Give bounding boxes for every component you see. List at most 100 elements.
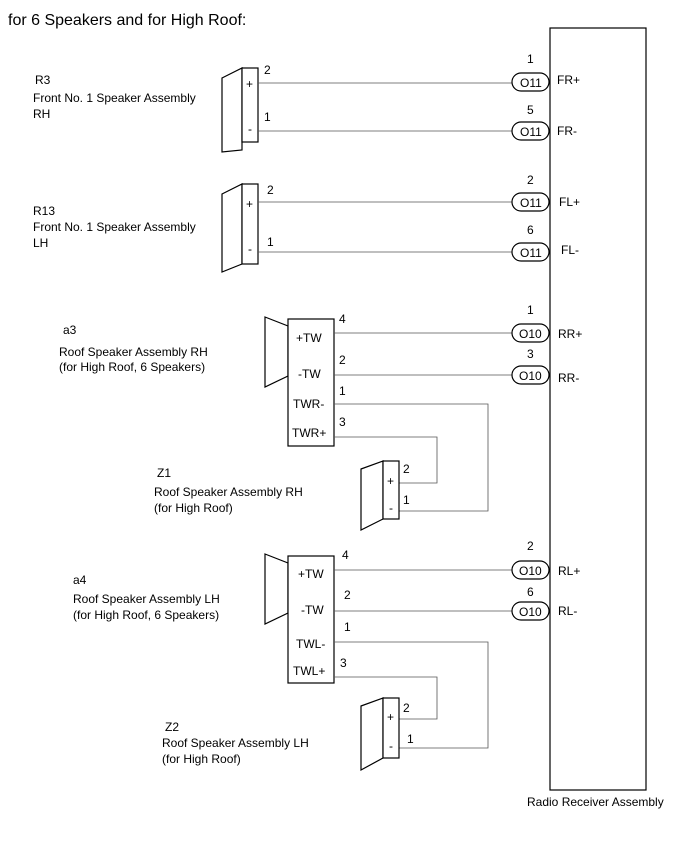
speaker-r13-code: R13 [33, 204, 55, 218]
speaker-a4-pin-2: 2 [344, 588, 351, 602]
speaker-a4-name: Roof Speaker Assembly LH [73, 592, 220, 606]
receiver-signal-label: FR- [557, 124, 577, 138]
receiver-pin-number: 6 [527, 223, 534, 237]
connector-id: O10 [519, 327, 542, 341]
receiver-signal-label: RL+ [558, 564, 580, 578]
speaker-z1-pin-plus: 2 [403, 462, 410, 476]
connector-pill [511, 323, 550, 343]
connector-pill [511, 121, 550, 141]
speaker-a3-pin-4: 3 [339, 415, 346, 429]
receiver-signal-label: FL+ [559, 195, 580, 209]
speaker-a3-term-4: TWR+ [292, 426, 326, 440]
connector-id: O11 [520, 125, 542, 139]
speaker-r3-name: Front No. 1 Speaker Assembly [33, 91, 196, 105]
receiver-signal-label: RL- [558, 604, 577, 618]
speaker-r13-plus: + [246, 197, 253, 211]
speaker-a3-terminal-block [287, 318, 335, 447]
speaker-a4-code: a4 [73, 573, 87, 587]
connector-id: O11 [520, 76, 542, 90]
connector-pill [511, 192, 550, 212]
speaker-r13-name: Front No. 1 Speaker Assembly [33, 220, 196, 234]
receiver-pin-number: 3 [527, 347, 534, 361]
connector-pill [511, 560, 550, 580]
wire-a3-twr-minus [334, 403, 489, 512]
speaker-r3: + - R3 Front No. 1 Speaker Assembly RH 2… [33, 63, 512, 153]
speaker-a3-pin-2: 2 [339, 353, 346, 367]
connector-id: O10 [519, 605, 542, 619]
speaker-r3-pin-plus: 2 [264, 63, 271, 77]
speaker-z2-name: Roof Speaker Assembly LH [162, 736, 309, 750]
wire-a4-twl-plus [334, 676, 438, 720]
radio-receiver-label: Radio Receiver Assembly [527, 795, 664, 809]
speaker-a4-term-3: TWL- [296, 637, 325, 651]
speaker-r3-minus: - [248, 122, 252, 136]
receiver-pin-number: 5 [527, 103, 534, 117]
receiver-signal-label: FL- [561, 243, 579, 257]
receiver-signal-label: RR+ [558, 327, 582, 341]
speaker-a3-cone-icon [264, 316, 289, 388]
speaker-r13-terminal-block [241, 183, 259, 265]
speaker-z1-cone-icon [360, 460, 384, 531]
speaker-z1-name: Roof Speaker Assembly RH [154, 485, 303, 499]
receiver-signal-label: FR+ [557, 73, 580, 87]
connector-pill [511, 72, 550, 92]
speaker-r3-cone-icon [221, 67, 243, 153]
receiver-pin-number: 2 [527, 173, 534, 187]
speaker-a3-code: a3 [63, 323, 77, 337]
speaker-z1: + - Z1 Roof Speaker Assembly RH (for Hig… [154, 460, 410, 531]
connector-pill [511, 601, 550, 621]
speaker-a4-term-4: TWL+ [293, 664, 325, 678]
speaker-r13-pin-plus: 2 [267, 183, 274, 197]
speaker-r3-plus: + [246, 77, 253, 91]
wire-a4-twl-minus [334, 641, 489, 749]
speaker-z2-plus: + [387, 710, 394, 724]
speaker-a3-pin-3: 1 [339, 384, 346, 398]
speaker-z1-note: (for High Roof) [154, 501, 233, 515]
receiver-pin-number: 1 [527, 303, 534, 317]
speaker-a4-term-2: -TW [301, 603, 324, 617]
connector-fl-plus: O11 2 FL+ [511, 173, 580, 212]
speaker-a3: +TW -TW TWR- TWR+ a3 Roof Speaker Assemb… [59, 312, 512, 512]
connector-id: O11 [520, 246, 542, 260]
speaker-a3-term-3: TWR- [293, 397, 324, 411]
connector-pill [511, 242, 550, 262]
speaker-z1-terminal-block [382, 460, 400, 520]
connector-id: O10 [519, 369, 542, 383]
speaker-z1-code: Z1 [157, 466, 171, 480]
speaker-r13-side: LH [33, 236, 48, 250]
speaker-z2-note: (for High Roof) [162, 752, 241, 766]
speaker-r3-side: RH [33, 107, 50, 121]
speaker-r13: + - R13 Front No. 1 Speaker Assembly LH … [33, 183, 512, 273]
speaker-z1-minus: - [389, 501, 393, 515]
speaker-a4-term-1: +TW [298, 567, 324, 581]
receiver-signal-label: RR- [558, 371, 579, 385]
speaker-z2-minus: - [389, 739, 393, 753]
receiver-pin-number: 2 [527, 539, 534, 553]
speaker-z2-pin-minus: 1 [407, 732, 414, 746]
speaker-z2-pin-plus: 2 [403, 701, 410, 715]
speaker-r13-cone-icon [221, 183, 243, 273]
speaker-r3-code: R3 [35, 73, 51, 87]
speaker-a4-pin-4: 3 [340, 656, 347, 670]
connector-rr-minus: O10 3 RR- [511, 347, 579, 385]
connector-id: O10 [519, 564, 542, 578]
speaker-r3-pin-minus: 1 [264, 110, 271, 124]
connector-pill [511, 365, 550, 385]
connector-rl-minus: O10 6 RL- [511, 585, 577, 621]
speaker-z2-code: Z2 [165, 720, 179, 734]
speaker-a4-pin-1: 4 [342, 548, 349, 562]
connector-id: O11 [520, 196, 542, 210]
speaker-a4-terminal-block [287, 555, 335, 684]
speaker-a4-pin-3: 1 [344, 620, 351, 634]
speaker-r13-minus: - [248, 242, 252, 256]
receiver-pin-number: 1 [527, 52, 534, 66]
speaker-a3-term-2: -TW [298, 367, 321, 381]
speaker-r3-terminal-block [241, 67, 259, 143]
speaker-a4-cone-icon [264, 553, 289, 625]
speaker-z2-terminal-block [382, 697, 400, 759]
radio-receiver-box [549, 27, 647, 791]
speaker-a3-term-1: +TW [296, 331, 322, 345]
speaker-a4: +TW -TW TWL- TWL+ a4 Roof Speaker Assemb… [73, 548, 512, 749]
wire-a3-twr-plus [334, 436, 438, 484]
